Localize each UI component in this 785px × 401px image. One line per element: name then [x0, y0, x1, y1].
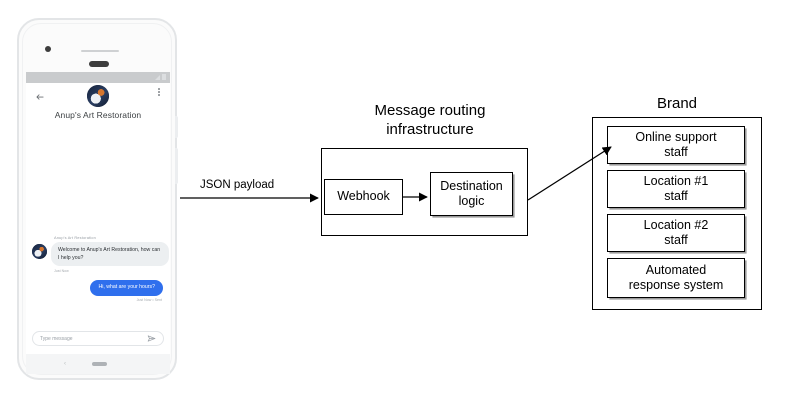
outgoing-message-meta: Just Now • Sent [136, 298, 162, 302]
brand-item-online-support-staff[interactable]: Online support staff [607, 126, 745, 164]
brand-container [592, 117, 762, 310]
front-camera-icon [45, 46, 51, 52]
incoming-message-bubble: Welcome to Anup's Art Restoration, how c… [51, 242, 169, 267]
android-nav-bar: ‹ [26, 354, 170, 374]
sender-avatar [32, 244, 47, 260]
brand-item-label: Online support staff [608, 127, 744, 163]
json-payload-label: JSON payload [200, 179, 275, 191]
message-input[interactable]: Type message [40, 335, 73, 342]
infrastructure-container [321, 148, 528, 236]
power-button[interactable] [175, 116, 178, 138]
destination-logic-label: Destination logic [431, 173, 512, 215]
outgoing-message-row: Hi, what are your hours? [26, 279, 170, 296]
battery-icon [162, 74, 166, 80]
incoming-sender-name: Anup's Art Restoration [54, 234, 96, 240]
brand-item-2-line1: Location #2 [643, 217, 709, 232]
brand-item-automated-response-system[interactable]: Automated response system [607, 258, 745, 298]
message-composer[interactable]: Type message [32, 331, 164, 346]
kebab-menu-icon[interactable] [158, 88, 160, 97]
incoming-message-row: Welcome to Anup's Art Restoration, how c… [26, 242, 170, 267]
webhook-node[interactable]: Webhook [324, 179, 403, 215]
brand-item-2-line2: staff [664, 233, 688, 247]
chat-thread: Anup's Art Restoration Welcome to Anup's… [26, 131, 170, 308]
message-group: Anup's Art Restoration Welcome to Anup's… [26, 235, 170, 302]
brand-item-3-line1: Automated [645, 262, 707, 277]
app-title: Anup's Art Restoration [54, 110, 142, 120]
incoming-message-meta: Just Now [54, 268, 69, 273]
infrastructure-title: Message routing infrastructure [330, 101, 530, 139]
brand-item-0-line1: Online support [635, 129, 717, 144]
nav-home-pill[interactable] [92, 362, 107, 366]
signal-icon [155, 75, 160, 80]
brand-item-0-line2: staff [664, 145, 688, 159]
back-arrow-icon[interactable] [35, 89, 45, 100]
brand-item-label: Location #2 staff [608, 215, 744, 251]
brand-avatar [87, 85, 109, 107]
phone-mockup: Anup's Art Restoration Anup's Art Restor… [17, 18, 178, 380]
brand-item-location-2-staff[interactable]: Location #2 staff [607, 214, 745, 252]
outgoing-message-bubble: Hi, what are your hours? [90, 279, 163, 296]
infrastructure-title-line1: Message routing [374, 102, 486, 119]
brand-item-location-1-staff[interactable]: Location #1 staff [607, 170, 745, 208]
phone-bezel [22, 23, 172, 375]
status-icons [155, 74, 166, 80]
avatar-image [87, 85, 109, 107]
status-bar [26, 72, 170, 83]
earpiece-speaker [89, 61, 109, 67]
nav-back-icon[interactable]: ‹ [64, 361, 66, 367]
destination-logic-node[interactable]: Destination logic [430, 172, 513, 216]
brand-item-1-line1: Location #1 [643, 173, 709, 188]
brand-item-label: Location #1 staff [608, 171, 744, 207]
avatar-image-small [32, 244, 47, 260]
brand-item-1-line2: staff [664, 189, 688, 203]
destination-logic-line2: logic [458, 194, 485, 208]
infrastructure-title-line2: infrastructure [386, 121, 474, 139]
send-icon[interactable] [147, 334, 156, 343]
phone-screen: Anup's Art Restoration Anup's Art Restor… [26, 83, 170, 354]
volume-button[interactable] [175, 148, 178, 184]
destination-logic-line1: Destination [440, 178, 503, 193]
brand-item-3-line2: response system [628, 278, 724, 292]
phone-top-line [81, 50, 119, 52]
brand-item-label: Automated response system [608, 259, 744, 297]
app-bar: Anup's Art Restoration [26, 83, 170, 131]
webhook-label: Webhook [337, 189, 390, 204]
brand-title: Brand [656, 95, 698, 112]
